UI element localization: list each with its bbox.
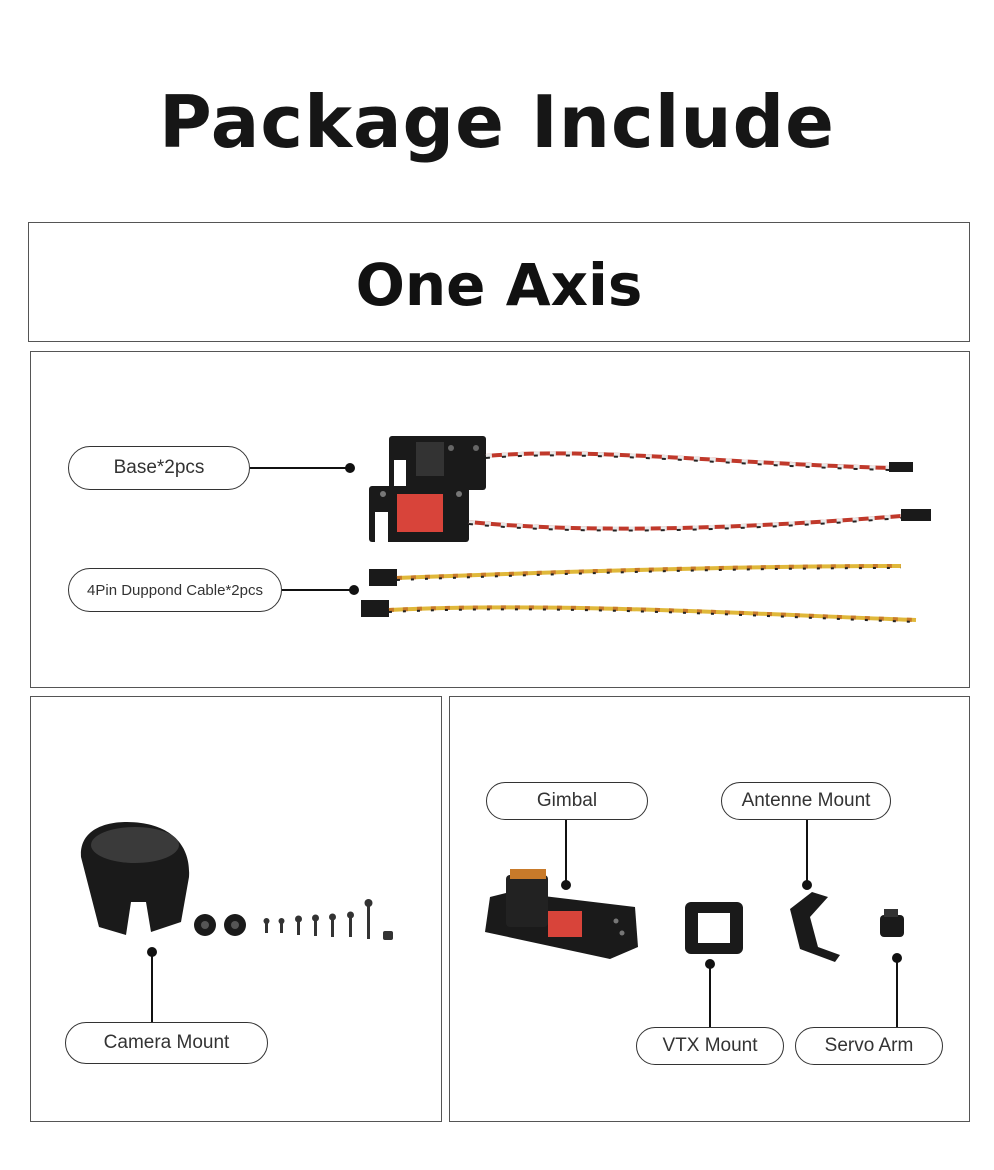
antenna-mount-label: Antenne Mount — [721, 782, 891, 820]
antenna-mount-leader-dot — [802, 880, 812, 890]
gimbal-parts-panel: Gimbal Antenne Mount VTX Mount Servo Arm — [449, 696, 970, 1122]
base-and-cable-illustration — [361, 436, 931, 623]
page-title: Package Include — [158, 80, 836, 164]
cable-leader-line — [282, 589, 352, 591]
base-leader-dot — [345, 463, 355, 473]
base-part-1 — [389, 436, 486, 490]
gimbal-leader-dot — [561, 880, 571, 890]
servo-arm-part — [880, 909, 904, 937]
base-label: Base*2pcs — [68, 446, 250, 490]
base-leader-line — [250, 467, 350, 469]
base-part-2 — [369, 486, 469, 542]
servo-arm-label: Servo Arm — [795, 1027, 943, 1065]
vtx-mount-part — [685, 902, 743, 954]
vtx-mount-label: VTX Mount — [636, 1027, 784, 1065]
antenna-mount-leader-line — [806, 820, 808, 882]
antenna-mount-part — [790, 892, 840, 962]
gimbal-part — [485, 869, 638, 959]
section-header-box: One Axis — [28, 222, 970, 342]
gimbal-leader-line — [565, 820, 567, 882]
camera-mount-illustration — [80, 822, 393, 940]
cable-leader-dot — [349, 585, 359, 595]
gimbal-parts-illustration — [485, 869, 904, 962]
camera-mount-label: Camera Mount — [65, 1022, 268, 1064]
gimbal-label: Gimbal — [486, 782, 648, 820]
camera-mount-panel: Camera Mount — [30, 696, 442, 1122]
section-title: One Axis — [355, 251, 643, 319]
servo-arm-leader-line — [896, 958, 898, 1028]
camera-mount-leader-line — [151, 952, 153, 1022]
cable-label: 4Pin Duppond Cable*2pcs — [68, 568, 282, 612]
vtx-mount-leader-line — [709, 964, 711, 1027]
cables-panel: Base*2pcs 4Pin Duppond Cable*2pcs — [30, 351, 970, 688]
